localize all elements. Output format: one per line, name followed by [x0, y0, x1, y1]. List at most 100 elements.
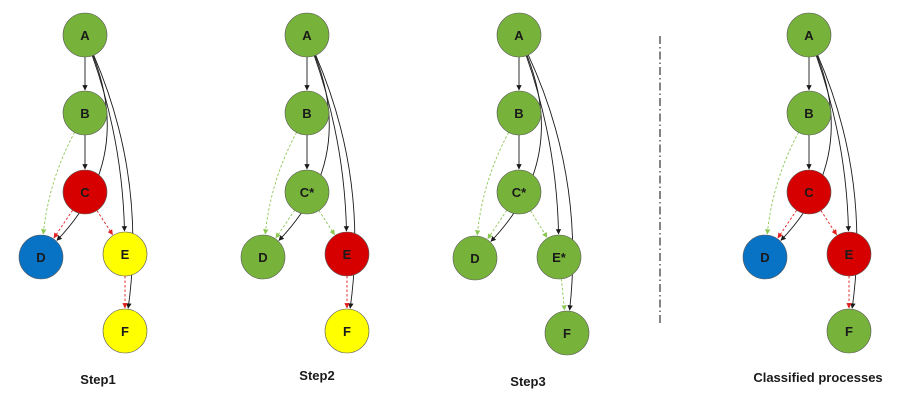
- edge-c-e: [530, 210, 548, 238]
- node-c: C: [786, 169, 832, 215]
- panel-1: A B C D E F Step1: [18, 12, 148, 387]
- node-circle: [240, 234, 286, 280]
- edge-a-d: [490, 55, 542, 242]
- edge-b-d: [263, 132, 297, 235]
- edge-a-d: [56, 55, 108, 241]
- node-b: B: [496, 90, 542, 136]
- node-label: D: [36, 250, 45, 265]
- node-circle: [742, 234, 788, 280]
- node-label: B: [302, 106, 311, 121]
- node-b: B: [284, 90, 330, 136]
- node-c: C*: [496, 169, 542, 215]
- step-label: Step1: [80, 372, 115, 387]
- edge-a-e: [525, 55, 562, 235]
- node-circle: [536, 234, 582, 280]
- node-f: F: [324, 308, 370, 354]
- edge-c-e: [820, 210, 837, 236]
- node-e: E: [826, 231, 872, 277]
- panel-4: A B C D E F Classified processes: [742, 12, 883, 385]
- edge-c-d: [777, 209, 798, 239]
- node-label: B: [804, 106, 813, 121]
- step-label: Step3: [510, 374, 545, 389]
- node-label: A: [302, 28, 312, 43]
- node-circle: [786, 12, 832, 58]
- node-label: D: [470, 251, 479, 266]
- node-label: C: [80, 185, 90, 200]
- edge-a-d: [780, 55, 832, 241]
- node-e: E: [102, 231, 148, 277]
- node-a: A: [284, 12, 330, 58]
- edge-c-d: [487, 210, 508, 240]
- node-a: A: [496, 12, 542, 58]
- node-label: A: [514, 28, 524, 43]
- node-label: F: [563, 326, 571, 341]
- node-circle: [324, 308, 370, 354]
- node-circle: [452, 235, 498, 281]
- edge-a-d: [278, 55, 330, 241]
- node-f: F: [826, 308, 872, 354]
- step-label: Classified processes: [753, 370, 882, 385]
- edge-e-f: [560, 278, 567, 311]
- node-label: D: [258, 250, 267, 265]
- node-label: D: [760, 250, 769, 265]
- edge-a-e: [91, 55, 128, 232]
- step-label: Step2: [299, 368, 334, 383]
- node-circle: [496, 90, 542, 136]
- node-circle: [62, 169, 108, 215]
- node-label: F: [121, 324, 129, 339]
- node-d: D: [240, 234, 286, 280]
- edges: [263, 55, 356, 309]
- edge-c-d: [53, 209, 74, 239]
- node-c: C: [62, 169, 108, 215]
- node-circle: [102, 308, 148, 354]
- node-label: F: [845, 324, 853, 339]
- edge-c-e: [318, 210, 335, 236]
- node-circle: [826, 308, 872, 354]
- node-circle: [544, 310, 590, 356]
- node-circle: [496, 12, 542, 58]
- panel-2: A B C* D E F Step2: [240, 12, 370, 383]
- node-circle: [102, 231, 148, 277]
- panel-3: A B C* D E* F Step3: [452, 12, 590, 389]
- node-label: C*: [300, 185, 315, 200]
- node-label: A: [80, 28, 90, 43]
- edge-b-d: [41, 132, 75, 235]
- edge-a-f: [527, 54, 574, 311]
- node-label: E*: [552, 250, 567, 265]
- node-circle: [284, 169, 330, 215]
- node-circle: [18, 234, 64, 280]
- node-label: B: [80, 106, 89, 121]
- node-circle: [284, 90, 330, 136]
- node-circle: [496, 169, 542, 215]
- node-a: A: [786, 12, 832, 58]
- node-label: A: [804, 28, 814, 43]
- node-circle: [786, 169, 832, 215]
- node-d: D: [742, 234, 788, 280]
- edge-b-d: [475, 132, 510, 236]
- node-d: D: [18, 234, 64, 280]
- node-label: B: [514, 106, 523, 121]
- edge-b-d: [765, 132, 799, 235]
- edge-c-d: [275, 209, 296, 239]
- node-e: E*: [536, 234, 582, 280]
- node-label: E: [343, 247, 352, 262]
- node-label: E: [121, 247, 130, 262]
- edge-c-e: [96, 210, 113, 236]
- node-e: E: [324, 231, 370, 277]
- node-c: C*: [284, 169, 330, 215]
- node-label: C*: [512, 185, 527, 200]
- node-f: F: [102, 308, 148, 354]
- node-d: D: [452, 235, 498, 281]
- node-circle: [324, 231, 370, 277]
- node-circle: [62, 12, 108, 58]
- edge-a-e: [313, 55, 350, 232]
- node-circle: [284, 12, 330, 58]
- node-f: F: [544, 310, 590, 356]
- node-b: B: [62, 90, 108, 136]
- node-b: B: [786, 90, 832, 136]
- edges: [475, 54, 574, 311]
- node-circle: [786, 90, 832, 136]
- node-label: C: [804, 185, 814, 200]
